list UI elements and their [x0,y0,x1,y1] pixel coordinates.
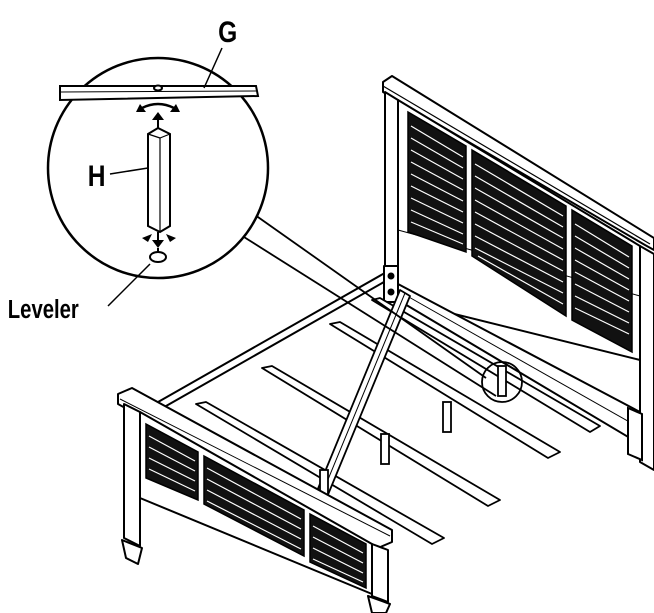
leveler-part [149,248,167,263]
support-legs [319,365,507,499]
leg-h [147,126,171,234]
support-leg-highlighted [497,365,507,397]
footboard-left-post [123,403,141,547]
footboard-panels [145,422,367,590]
detail-magnifier [46,56,270,280]
label-leaders [107,47,223,307]
slats [195,289,601,545]
rotate-arrow-icon [141,102,175,110]
detail-callout-lines [235,209,523,403]
footboard-panel-right [309,512,367,590]
slat [329,321,561,459]
headboard-panel-center [471,148,567,318]
rail-bracket [383,265,399,303]
detail-target-circle [481,361,523,403]
headboard-right-post [639,245,654,471]
rail-end-post [627,406,643,462]
headboard-panels [407,110,633,354]
rail-g [59,85,260,102]
footboard-foot-left [121,539,143,565]
footboard-foot-right [367,595,391,613]
footboard-panel-center [203,454,305,558]
label-g: G [218,15,237,49]
slat [371,297,601,433]
headboard-panel-right [571,208,633,354]
footboard-panel-left [145,422,199,502]
label-leveler: Leveler [8,295,79,324]
headboard-panel-left [407,110,467,254]
footboard-right-post [371,543,389,603]
support-leg [380,433,390,465]
support-leg [442,401,452,433]
label-h: H [88,159,106,193]
